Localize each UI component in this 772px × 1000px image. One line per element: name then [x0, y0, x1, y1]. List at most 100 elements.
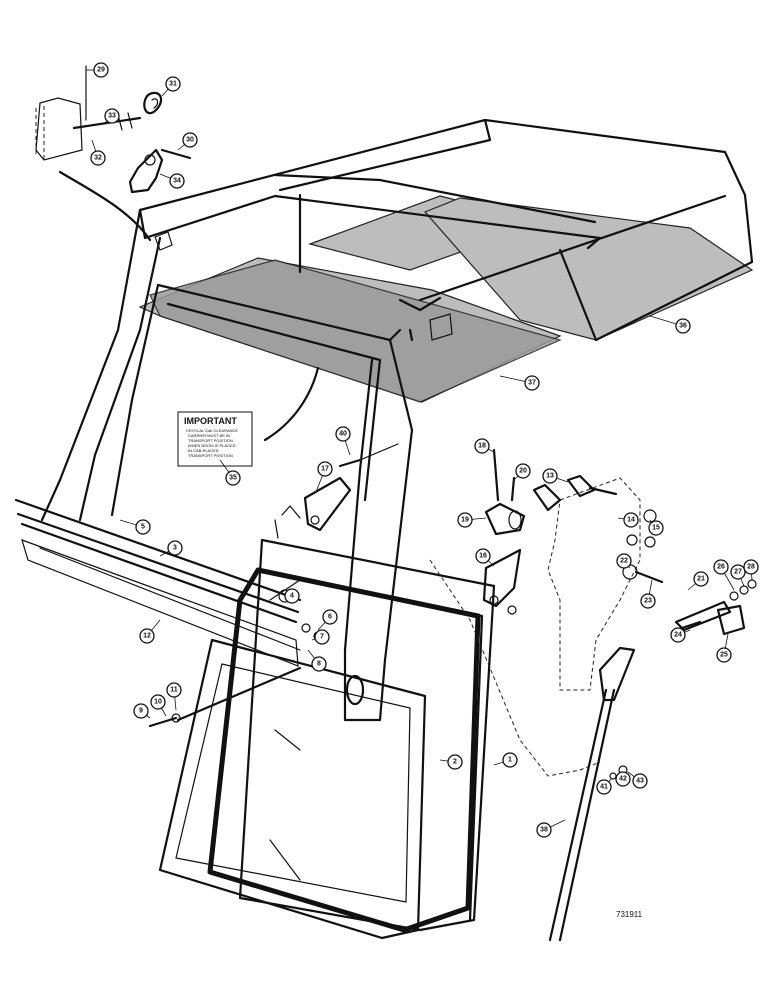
latch-detail: [35, 65, 192, 242]
callout-34: 34: [159, 173, 185, 189]
callout-13: 13: [542, 468, 569, 484]
callout-number-7: 7: [320, 634, 324, 641]
callout-23: 23: [640, 579, 656, 609]
callout-circle-34: [169, 173, 185, 189]
callout-circle-14: [623, 512, 639, 528]
callout-37: 37: [499, 375, 540, 391]
callout-19: 19: [457, 512, 487, 528]
callout-25: 25: [716, 633, 732, 663]
callout-14: 14: [617, 512, 639, 528]
callout-circle-3: [167, 540, 183, 556]
callout-number-35: 35: [229, 475, 237, 482]
callout-number-38: 38: [540, 827, 548, 834]
callout-circle-33: [104, 108, 120, 124]
callout-number-8: 8: [317, 661, 321, 668]
callout-circle-7: [314, 629, 330, 645]
callout-number-36: 36: [679, 323, 687, 330]
callout-number-31: 31: [169, 81, 177, 88]
callout-8: 8: [307, 649, 327, 672]
decal-line5: IN CAB-PLACED: [188, 448, 219, 453]
callout-number-15: 15: [652, 525, 660, 532]
callout-38: 38: [536, 819, 566, 838]
callout-6: 6: [317, 609, 338, 631]
callout-circle-20: [515, 463, 531, 479]
callout-circle-9: [133, 703, 149, 719]
callout-29: 29: [86, 62, 109, 78]
callout-number-23: 23: [644, 598, 652, 605]
callout-number-6: 6: [328, 614, 332, 621]
callout-5: 5: [119, 519, 151, 535]
callout-20: 20: [513, 463, 531, 481]
callout-number-19: 19: [461, 517, 469, 524]
callout-12: 12: [139, 619, 161, 644]
callout-circle-16: [475, 548, 491, 564]
callout-11: 11: [166, 682, 182, 711]
callout-circle-17: [317, 461, 333, 477]
callout-circle-23: [640, 593, 656, 609]
callout-number-29: 29: [97, 67, 105, 74]
callout-number-21: 21: [697, 576, 705, 583]
callout-number-20: 20: [519, 468, 527, 475]
callout-33: 33: [103, 108, 120, 125]
callout-number-42: 42: [619, 776, 627, 783]
callout-4: 4: [284, 588, 300, 604]
callout-42: 42: [615, 771, 631, 787]
callout-21: 21: [687, 571, 709, 591]
callout-number-12: 12: [143, 633, 151, 640]
callout-number-24: 24: [674, 632, 682, 639]
callout-number-11: 11: [170, 687, 178, 694]
callout-circle-35: [225, 470, 241, 486]
callout-number-25: 25: [720, 652, 728, 659]
callout-circle-12: [139, 628, 155, 644]
callout-circle-41: [596, 779, 612, 795]
callout-40: 40: [335, 426, 351, 456]
roof-frame: [40, 118, 754, 722]
right-latch-mechanism: [484, 448, 757, 691]
callout-26: 26: [713, 559, 735, 591]
callout-number-2: 2: [453, 759, 457, 766]
callout-number-43: 43: [636, 778, 644, 785]
callout-circle-24: [670, 627, 686, 643]
callout-number-22: 22: [620, 558, 628, 565]
callout-number-30: 30: [186, 137, 194, 144]
callout-36: 36: [649, 315, 691, 334]
callout-number-16: 16: [479, 553, 487, 560]
callout-circle-4: [284, 588, 300, 604]
callout-15: 15: [648, 519, 664, 536]
callout-32: 32: [90, 139, 106, 166]
callout-circle-19: [457, 512, 473, 528]
window-assembly: [158, 505, 496, 940]
decal-line6: TRANSPORT POSITION: [188, 453, 233, 458]
callout-number-1: 1: [508, 757, 512, 764]
callout-circle-15: [648, 520, 664, 536]
callout-number-34: 34: [173, 178, 181, 185]
important-decal: IMPORTANT CRITICAL Cab CLEARANCE CARRIER…: [177, 411, 253, 467]
callout-2: 2: [439, 754, 463, 770]
callout-circle-10: [150, 694, 166, 710]
callout-number-13: 13: [546, 473, 554, 480]
seal-strips: [14, 498, 302, 667]
callout-circle-31: [165, 76, 181, 92]
callout-circle-25: [716, 647, 732, 663]
callout-7: 7: [311, 629, 330, 645]
decal-line4: WHEN BOOM IS PLACED: [188, 443, 236, 448]
callout-circle-22: [616, 553, 632, 569]
callout-circle-37: [524, 375, 540, 391]
callout-number-41: 41: [600, 784, 608, 791]
callout-circle-29: [93, 62, 109, 78]
strut: [429, 559, 636, 942]
callout-circle-43: [632, 773, 648, 789]
callout-circle-1: [502, 752, 518, 768]
callout-number-10: 10: [154, 699, 162, 706]
decal-line3: TRANSPORT POSITION: [188, 438, 233, 443]
callout-number-26: 26: [717, 564, 725, 571]
callout-circle-5: [135, 519, 151, 535]
hinge-brackets: [303, 476, 522, 615]
callout-number-33: 33: [108, 113, 116, 120]
callout-circle-38: [536, 822, 552, 838]
callout-number-18: 18: [478, 443, 486, 450]
callout-43: 43: [627, 771, 648, 789]
callout-35: 35: [219, 459, 241, 486]
callout-circle-36: [675, 318, 691, 334]
